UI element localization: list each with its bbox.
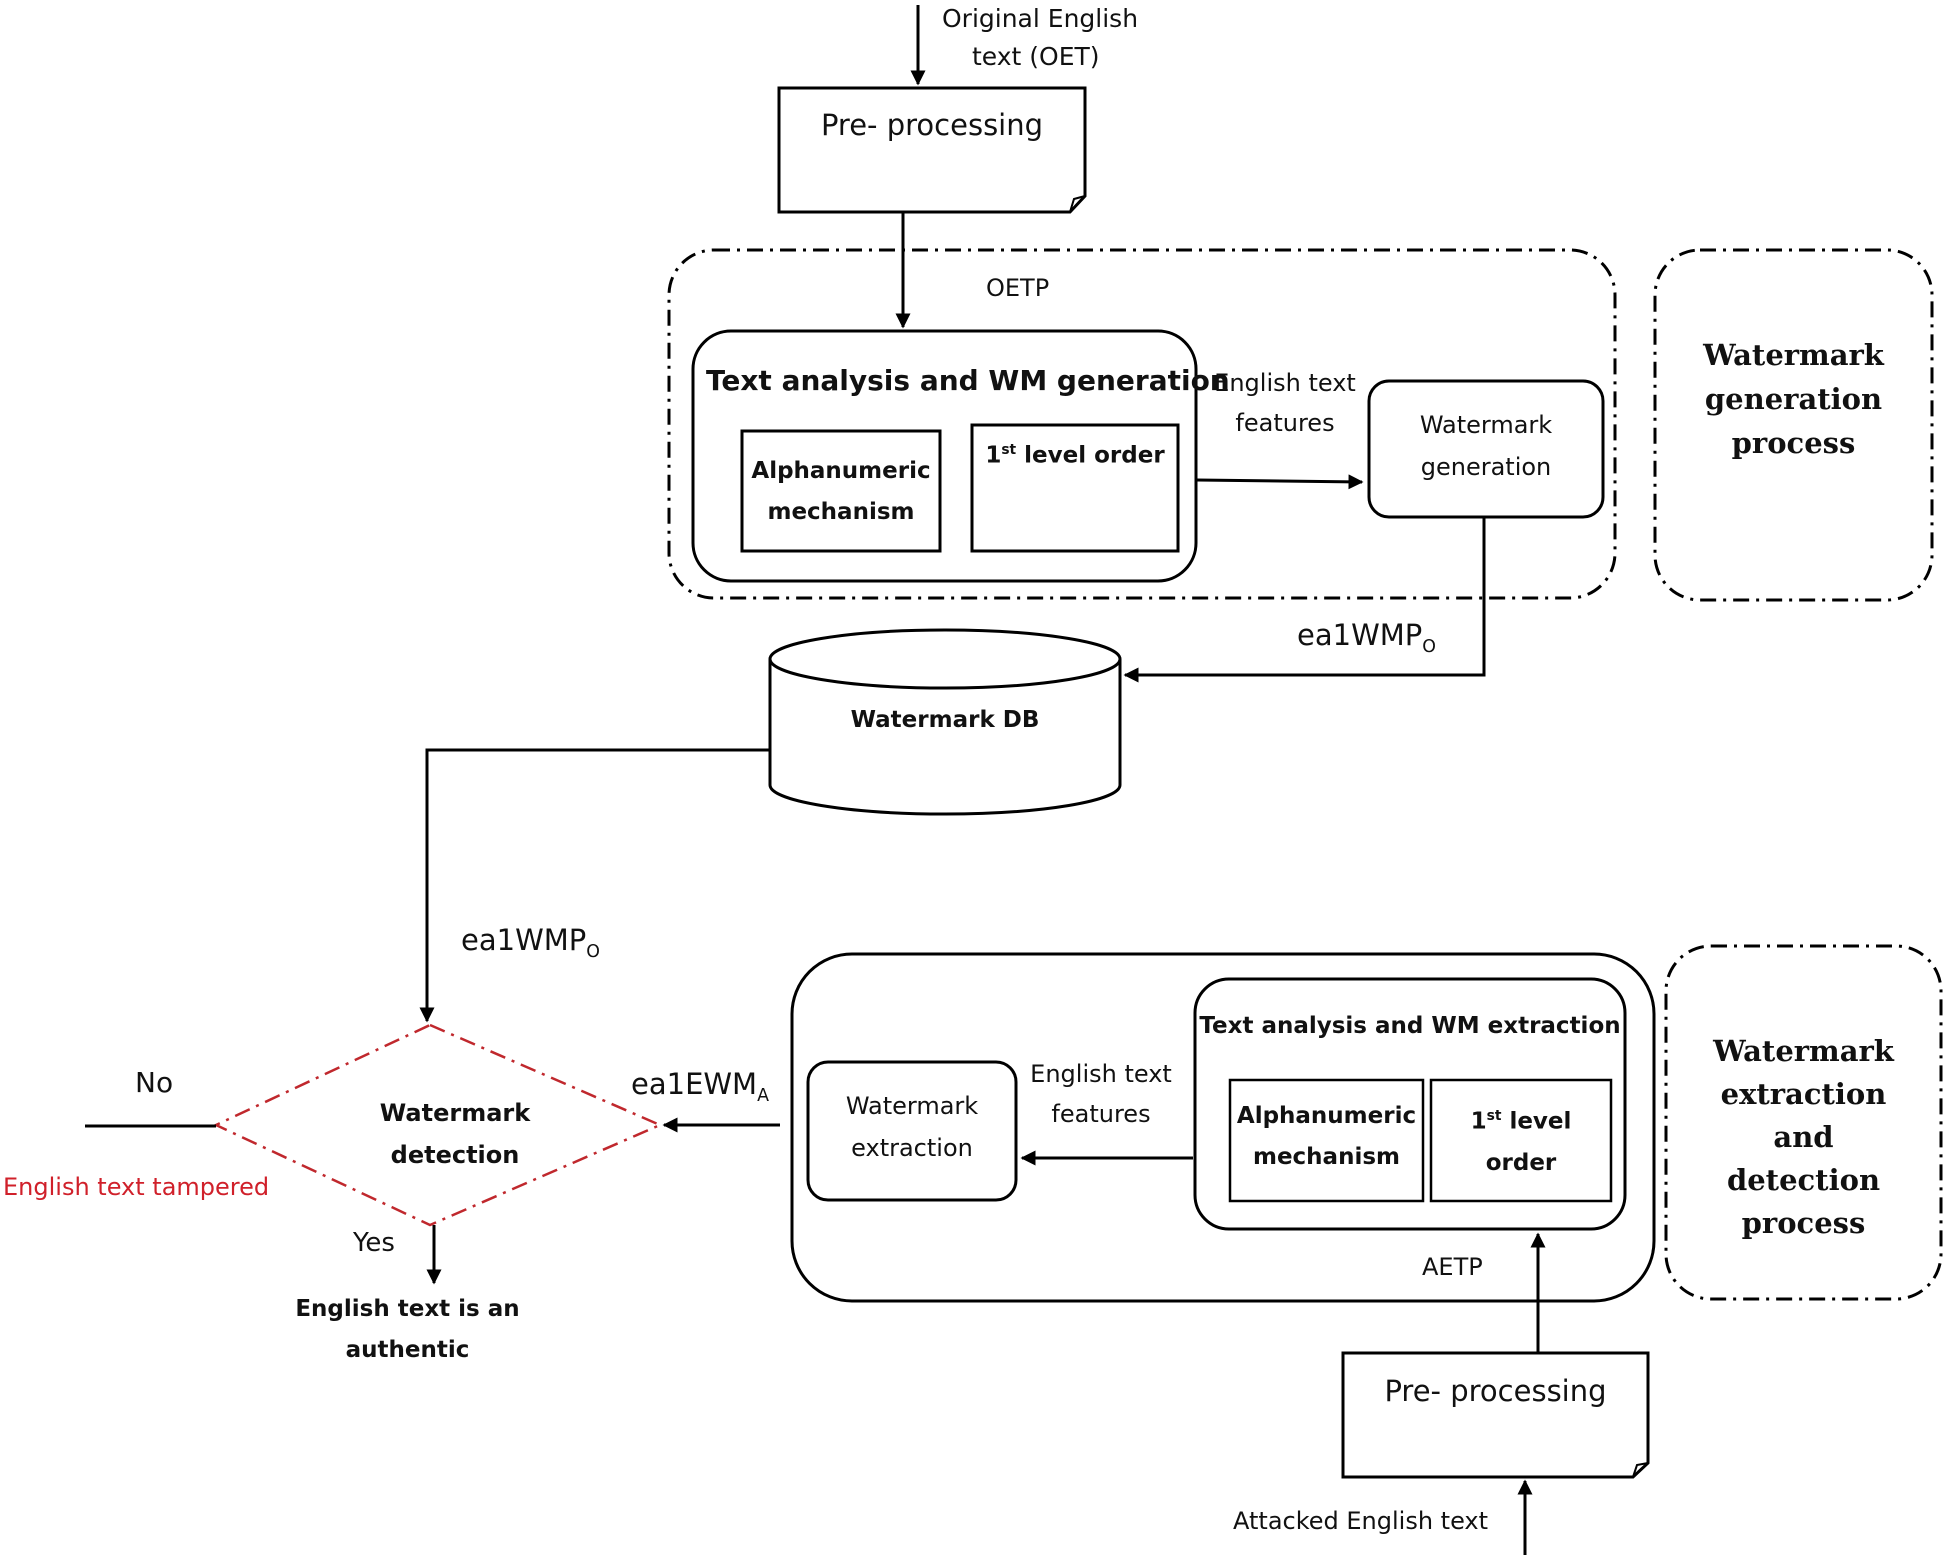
preprocess-top-box xyxy=(777,86,1087,214)
aetp-container xyxy=(790,952,1656,1303)
extraction-process-label: Watermark extraction and detection proce… xyxy=(1713,1034,1894,1240)
wmp-top-label: ea1WMPO xyxy=(1297,618,1436,657)
alphanumeric-box-bottom xyxy=(1228,1078,1425,1203)
arrow-db-to-detection xyxy=(419,748,770,1023)
watermark-detection-label: Watermark detection xyxy=(379,1099,531,1169)
analysis-generation-box xyxy=(691,329,1198,583)
watermark-detection-diamond xyxy=(213,1023,664,1227)
no-label: No xyxy=(135,1066,174,1099)
watermark-db-cylinder xyxy=(768,659,1122,816)
first-level-order-label-top: 1st level order xyxy=(985,442,1165,469)
generation-process-label: Watermark generation process xyxy=(1703,338,1884,460)
attacked-text-label: Attacked English text xyxy=(1233,1507,1489,1535)
analysis-extraction-title: Text analysis and WM extraction xyxy=(1199,1013,1621,1039)
oetp-container xyxy=(667,248,1617,600)
wmp-left-label: ea1WMPO xyxy=(461,923,600,962)
extraction-process-container xyxy=(1664,944,1943,1301)
watermark-generation-label: Watermark generation xyxy=(1419,411,1553,481)
arrow-analysis-to-generation xyxy=(1196,474,1364,490)
aetp-label: AETP xyxy=(1422,1253,1483,1281)
first-level-order-label-bottom: 1st level order xyxy=(1470,1108,1572,1176)
features-top-label: English text features xyxy=(1214,369,1356,437)
analysis-extraction-box xyxy=(1193,977,1627,1231)
tampered-label: English text tampered xyxy=(3,1173,270,1201)
first-level-order-box-bottom xyxy=(1429,1078,1613,1203)
arrow-generation-to-db xyxy=(1123,517,1486,683)
authentic-label: English text is an authentic xyxy=(295,1296,520,1363)
alphanumeric-label-bottom: Alphanumeric mechanism xyxy=(1236,1103,1417,1170)
watermark-extraction-label: Watermark extraction xyxy=(845,1092,979,1162)
preprocess-bottom-box xyxy=(1341,1351,1650,1479)
input-original-text: Original English text (OET) xyxy=(942,4,1139,71)
preprocess-top-label: Pre- processing xyxy=(820,108,1044,142)
preprocess-bottom-label: Pre- processing xyxy=(1384,1374,1607,1408)
watermark-db-label: Watermark DB xyxy=(850,707,1040,733)
watermark-extraction-box xyxy=(806,1060,1018,1202)
ewm-label: ea1EWMA xyxy=(631,1067,769,1106)
alphanumeric-label-top: Alphanumeric mechanism xyxy=(751,458,931,525)
first-level-order-box-top xyxy=(970,423,1180,553)
alphanumeric-box-top xyxy=(740,429,942,553)
generation-process-container xyxy=(1653,248,1934,602)
yes-label: Yes xyxy=(353,1228,395,1258)
analysis-generation-title: Text analysis and WM generation xyxy=(706,364,1230,397)
oetp-label: OETP xyxy=(986,274,1050,302)
watermark-generation-box xyxy=(1367,379,1605,519)
features-bottom-label: English text features xyxy=(1030,1060,1172,1128)
